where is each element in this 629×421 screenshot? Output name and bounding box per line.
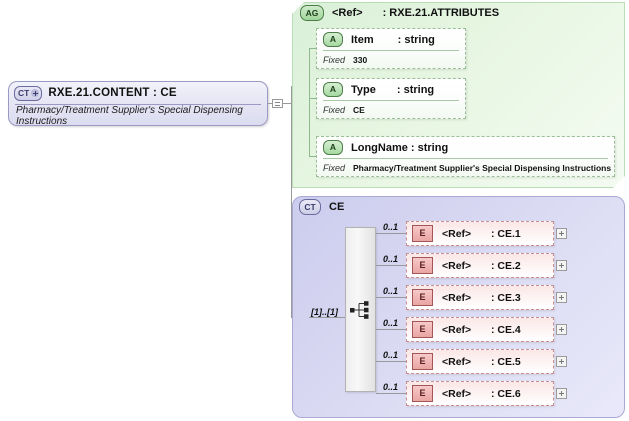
element-icon: E <box>412 289 433 306</box>
element-name: : CE.4 <box>491 323 521 336</box>
element-ref: <Ref> <box>442 227 472 240</box>
element-name: : CE.3 <box>491 291 521 304</box>
plus-expand-icon[interactable] <box>556 260 567 271</box>
plus-icon <box>31 89 40 97</box>
element-icon: E <box>412 225 433 242</box>
element-icon: E <box>412 353 433 370</box>
element-name: : CE.6 <box>491 387 521 400</box>
attribute-icon: A <box>323 82 343 97</box>
attribute-longname-title-row: A LongName : string <box>317 137 614 158</box>
connector-attr-trunk <box>309 48 310 156</box>
plus-expand-icon[interactable] <box>556 356 567 367</box>
element-occurrence-6: 0..1 <box>383 382 399 392</box>
connector-root-stub <box>268 103 273 104</box>
element-icon: E <box>412 385 433 402</box>
attribute-group-header[interactable]: AG <Ref> : RXE.21.ATTRIBUTES <box>300 5 499 21</box>
plus-expand-icon[interactable] <box>556 292 567 303</box>
connector-element-3 <box>376 297 406 298</box>
attribute-group-icon: AG <box>300 5 324 21</box>
connector-element-4 <box>376 329 406 330</box>
compositor-occurrence: [1]..[1] <box>311 307 338 317</box>
element-name: : CE.2 <box>491 259 521 272</box>
attribute-group-name: : RXE.21.ATTRIBUTES <box>382 7 500 19</box>
attribute-item-fixed-label: Fixed <box>323 54 346 65</box>
root-documentation: Pharmacy/Treatment Supplier's Special Di… <box>16 104 243 127</box>
connector-attr-longname <box>309 156 317 157</box>
attribute-card-longname[interactable]: A LongName : string Fixed Pharmacy/Treat… <box>316 136 615 177</box>
connector-stub-right <box>283 103 292 104</box>
complex-type-icon: CT <box>299 199 321 215</box>
element-ref: <Ref> <box>442 291 472 304</box>
connector-attr-item <box>309 48 317 49</box>
attribute-icon: A <box>323 32 343 47</box>
connector-vertical-trunk <box>291 86 292 318</box>
attribute-item-type: : string <box>397 33 435 46</box>
attribute-icon: A <box>323 140 343 155</box>
complex-type-plus-icon[interactable]: CT <box>14 85 43 101</box>
root-title-row: CT RXE.21.CONTENT : CE <box>9 82 267 104</box>
attribute-item-fixed-value: 330 <box>353 54 368 65</box>
element-card-ce3[interactable]: E <Ref> : CE.3 <box>406 285 554 310</box>
sequence-icon <box>350 301 369 319</box>
root-documentation-row: Pharmacy/Treatment Supplier's Special Di… <box>9 104 267 127</box>
element-occurrence-5: 0..1 <box>383 350 399 360</box>
connector-element-5 <box>376 361 406 362</box>
collapse-toggle-stub[interactable] <box>272 99 283 108</box>
element-ref: <Ref> <box>442 259 472 272</box>
element-occurrence-3: 0..1 <box>383 286 399 296</box>
attribute-longname-divider <box>323 158 608 159</box>
attribute-item-name: Item <box>351 33 374 46</box>
element-occurrence-1: 0..1 <box>383 222 399 232</box>
element-ref: <Ref> <box>442 323 472 336</box>
connector-element-1 <box>376 233 406 234</box>
attribute-item-title-row: A Item : string <box>317 29 465 50</box>
page-title: RXE.21.CONTENT : CE <box>48 87 177 99</box>
complex-type-header[interactable]: CT CE <box>299 199 344 215</box>
element-icon: E <box>412 257 433 274</box>
attribute-type-fixed-row: Fixed CE <box>317 101 465 118</box>
attribute-longname-name: LongName : string <box>351 141 449 154</box>
element-card-ce1[interactable]: E <Ref> : CE.1 <box>406 221 554 246</box>
attribute-type-divider <box>323 100 459 101</box>
connector-element-2 <box>376 265 406 266</box>
attribute-type-title-row: A Type : string <box>317 79 465 100</box>
root-complex-type-box[interactable]: CT RXE.21.CONTENT : CE Pharmacy/Treatmen… <box>8 81 268 127</box>
attribute-item-divider <box>323 50 459 51</box>
attribute-card-item[interactable]: A Item : string Fixed 330 <box>316 28 466 69</box>
attribute-longname-fixed-row: Fixed Pharmacy/Treatment Supplier's Spec… <box>317 159 614 176</box>
connector-compositor-in <box>309 317 345 318</box>
element-card-ce2[interactable]: E <Ref> : CE.2 <box>406 253 554 278</box>
connector-element-6 <box>376 393 406 394</box>
attribute-longname-fixed-label: Fixed <box>323 162 346 173</box>
plus-expand-icon[interactable] <box>556 388 567 399</box>
element-card-ce4[interactable]: E <Ref> : CE.4 <box>406 317 554 342</box>
element-name: : CE.5 <box>491 355 521 368</box>
attribute-card-type[interactable]: A Type : string Fixed CE <box>316 78 466 119</box>
attribute-type-fixed-value: CE <box>353 104 365 115</box>
plus-expand-icon[interactable] <box>556 324 567 335</box>
attribute-type-fixed-label: Fixed <box>323 104 346 115</box>
root-divider <box>15 104 261 105</box>
element-name: : CE.1 <box>491 227 521 240</box>
element-card-ce5[interactable]: E <Ref> : CE.5 <box>406 349 554 374</box>
element-occurrence-4: 0..1 <box>383 318 399 328</box>
connector-attr-type <box>309 98 317 99</box>
attribute-item-fixed-row: Fixed 330 <box>317 51 465 68</box>
attribute-longname-fixed-value: Pharmacy/Treatment Supplier's Special Di… <box>353 162 612 173</box>
attribute-group-ref: <Ref> <box>332 7 363 19</box>
element-ref: <Ref> <box>442 355 472 368</box>
element-ref: <Ref> <box>442 387 472 400</box>
element-card-ce6[interactable]: E <Ref> : CE.6 <box>406 381 554 406</box>
attribute-type-name: Type <box>351 83 376 96</box>
plus-expand-icon[interactable] <box>556 228 567 239</box>
attribute-type-type: : string <box>396 83 435 96</box>
complex-type-title: CE <box>329 201 345 213</box>
element-occurrence-2: 0..1 <box>383 254 399 264</box>
element-icon: E <box>412 321 433 338</box>
